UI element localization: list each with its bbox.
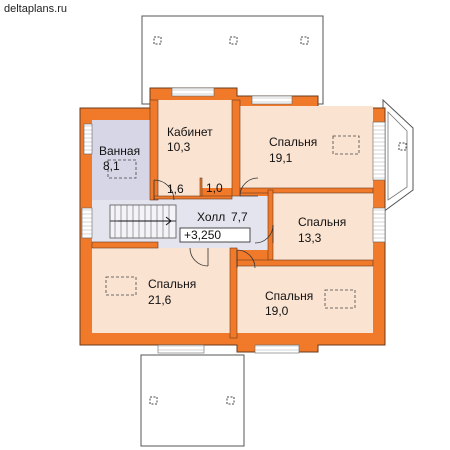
bedroom-se-name: Спальня: [265, 289, 313, 303]
bedroom-sw-name: Спальня: [148, 277, 196, 291]
windows: [81, 87, 386, 354]
top-terrace-posts: [153, 36, 309, 45]
office-name: Кабинет: [167, 125, 213, 139]
bathroom-name: Ванная: [99, 144, 140, 158]
bedroom-se-area: 19,0: [265, 304, 289, 318]
hall-name: Холл: [197, 210, 225, 224]
site-label: deltaplans.ru: [4, 3, 67, 15]
hall-area: 7,7: [231, 210, 248, 224]
furniture-placeholders: [105, 135, 360, 309]
hall-level: +3,250: [184, 228, 221, 242]
bedroom-e-area: 13,3: [298, 231, 322, 245]
bedroom-ne-name: Спальня: [269, 135, 317, 149]
bottom-terrace: [140, 354, 245, 447]
bay-post: [398, 142, 407, 151]
doors: [153, 177, 274, 269]
small-room-b-area: 1,0: [206, 181, 223, 195]
level-marker-box: [179, 227, 251, 243]
bedroom-ne-area: 19,1: [269, 151, 293, 165]
bedroom-sw-area: 21,6: [148, 293, 172, 307]
small-room-a-area: 1,6: [167, 182, 184, 196]
bay-window: [382, 98, 414, 213]
bay-window-inner: [387, 111, 408, 201]
office-area: 10,3: [167, 140, 191, 154]
interior-walls: [91, 99, 374, 339]
bedroom-e-name: Спальня: [298, 215, 346, 229]
staircase: [109, 204, 177, 239]
bathroom-area: 8,1: [103, 159, 120, 173]
bottom-terrace-posts: [149, 396, 235, 405]
